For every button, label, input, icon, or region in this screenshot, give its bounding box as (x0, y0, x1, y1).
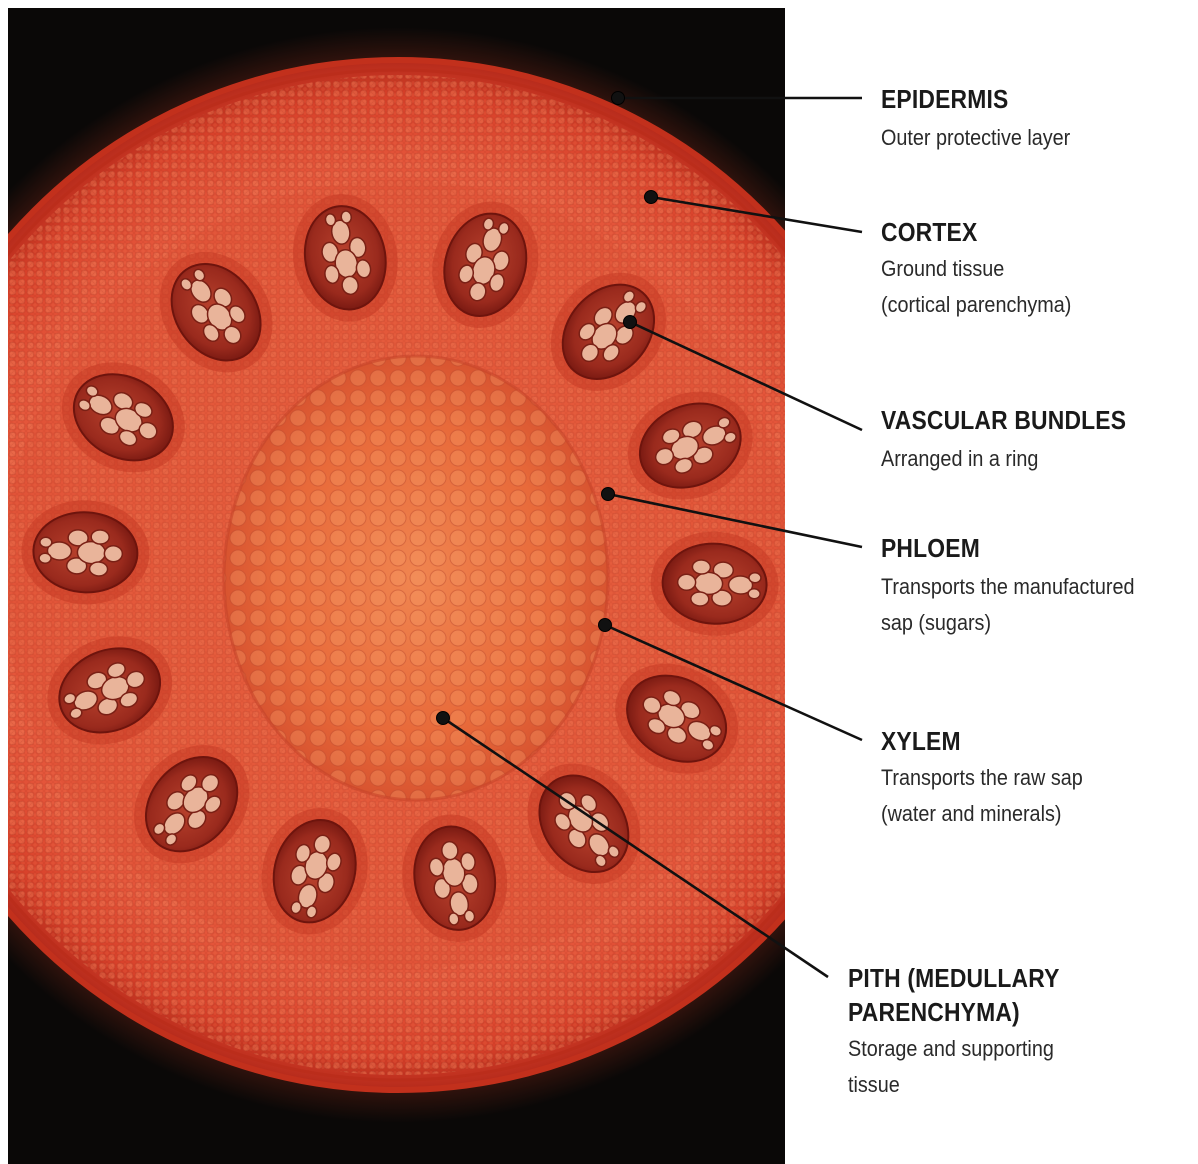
xylem-vessel (692, 560, 711, 575)
xylem-vessel (749, 572, 761, 583)
label-cortex: CORTEX Ground tissue (cortical parenchym… (881, 215, 1093, 323)
label-desc-cortex-1: Ground tissue (881, 251, 1071, 287)
label-phloem: PHLOEM Transports the manufactured sap (… (881, 531, 1163, 641)
label-desc-pith-1: Storage and supporting (848, 1031, 1064, 1067)
label-pith: PITH (MEDULLARY PARENCHYMA) Storage and … (848, 961, 1088, 1103)
label-xylem: XYLEM Transports the raw sap (water and … (881, 724, 1105, 832)
label-desc-cortex-2: (cortical parenchyma) (881, 287, 1071, 323)
label-desc-phloem-1: Transports the manufactured (881, 569, 1135, 605)
xylem-vessel (748, 588, 760, 599)
label-title-pith-1: PITH (MEDULLARY (848, 961, 1060, 995)
label-desc-pith-2: tissue (848, 1067, 1064, 1103)
label-epidermis: EPIDERMIS Outer protective layer (881, 82, 1091, 156)
stem-cross-section (8, 8, 785, 1164)
label-desc-xylem-1: Transports the raw sap (881, 760, 1083, 796)
xylem-vessel (104, 545, 123, 562)
xylem-vessel (690, 592, 709, 607)
label-title-xylem: XYLEM (881, 724, 1078, 758)
label-desc-phloem-2: sap (sugars) (881, 605, 1135, 641)
label-title-epidermis: EPIDERMIS (881, 82, 1066, 116)
label-desc-epidermis: Outer protective layer (881, 120, 1070, 156)
xylem-vessel (677, 574, 696, 591)
micrograph-panel (8, 8, 785, 1164)
label-title-phloem: PHLOEM (881, 531, 1129, 565)
label-title-cortex: CORTEX (881, 215, 1067, 249)
xylem-vessel (39, 553, 51, 564)
label-vascular-bundles: VASCULAR BUNDLES Arranged in a ring (881, 403, 1160, 477)
xylem-vessel (40, 537, 52, 548)
xylem-vessel (91, 530, 110, 545)
label-title-pith-2: PARENCHYMA) (848, 995, 1060, 1029)
label-desc-vascular-bundles: Arranged in a ring (881, 441, 1132, 477)
label-title-vascular-bundles: VASCULAR BUNDLES (881, 403, 1126, 437)
label-desc-xylem-2: (water and minerals) (881, 796, 1083, 832)
xylem-vessel (89, 562, 108, 577)
